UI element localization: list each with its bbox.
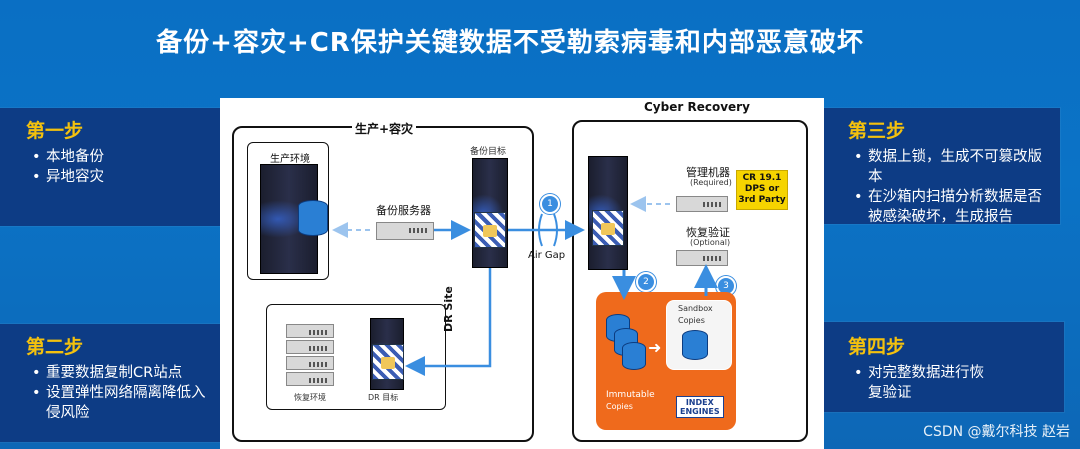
step-four-title: 第四步 [848, 336, 906, 358]
mgmt-machine-label: 管理机器 [686, 166, 730, 179]
backup-target-label: 备份目标 [470, 147, 507, 157]
recovery-optional-label: (Optional) [690, 238, 731, 247]
step-three-title: 第三步 [848, 120, 906, 142]
index-engines-line1: INDEX [685, 398, 714, 407]
step-one-item: 异地容灾 [32, 167, 220, 187]
sandbox-copy-icon [682, 330, 708, 360]
mgmt-machine-icon [676, 196, 728, 212]
step-three-panel: 第三步 数据上锁，生成不可篡改版本 在沙箱内扫描分析数据是否被感染破坏，生成报告 [824, 108, 1060, 227]
cyber-recovery-label: Cyber Recovery [644, 100, 750, 114]
air-gap-label: Air Gap [528, 250, 566, 261]
recovery-server-2 [286, 340, 334, 354]
immutable-label: Immutable [606, 390, 655, 400]
prod-dr-label: 生产+容灾 [352, 120, 417, 137]
watermark: CSDN @戴尔科技 赵岩 [923, 424, 1070, 440]
recovery-server-4 [286, 372, 334, 386]
step-two-title: 第二步 [26, 336, 84, 358]
step-two-item: 重要数据复制CR站点 [32, 363, 220, 383]
step-two-item: 设置弹性网络隔离降低入侵风险 [32, 383, 214, 423]
step-three-item: 在沙箱内扫描分析数据是否被感染破坏，生成报告 [854, 187, 1052, 227]
index-engines-line2: ENGINES [680, 407, 720, 416]
cr-badge-line2: DPS or [744, 184, 780, 194]
recovery-verify-label: 恢复验证 [686, 226, 730, 239]
architecture-diagram: 生产+容灾 生产环境 备份服务器 备份目标 DR Site 恢复环境 DR 目标… [220, 98, 824, 449]
cr-version-badge: CR 19.1 DPS or 3rd Party [736, 170, 788, 210]
cyber-recovery-box [572, 120, 808, 442]
sandbox-label: Sandbox [678, 304, 713, 313]
step-four-item: 对完整数据进行恢复验证 [854, 363, 998, 403]
index-engines-logo: INDEX ENGINES [676, 396, 724, 418]
arrow-to-dr [405, 268, 492, 376]
step-one-title: 第一步 [26, 120, 84, 142]
air-gap-bracket-left [538, 213, 543, 247]
immutable-copy-3 [622, 342, 646, 370]
dr-target-label: DR 目标 [368, 393, 399, 402]
recovery-env-label: 恢复环境 [294, 393, 326, 402]
dr-site-box [266, 304, 446, 410]
prod-storage-icon [298, 200, 328, 236]
step-four-panel: 第四步 对完整数据进行恢复验证 [824, 322, 1064, 412]
step-three-item: 数据上锁，生成不可篡改版本 [854, 147, 1052, 187]
step-one-item: 本地备份 [32, 147, 220, 167]
immutable-copies-label: Copies [606, 402, 633, 411]
diagram-arrows [332, 196, 718, 376]
step-2-marker: 2 [636, 272, 656, 292]
mgmt-required-label: (Required) [690, 178, 732, 187]
recovery-server-1 [286, 324, 334, 338]
cr-badge-line3: 3rd Party [738, 195, 786, 205]
cr-vault-lock-icon [592, 210, 624, 246]
backup-server-icon [376, 222, 434, 240]
sandbox-copies-label: Copies [678, 316, 705, 325]
air-gap-bracket-right [553, 213, 558, 247]
recovery-server-3 [286, 356, 334, 370]
right-arrow-icon: ➜ [648, 338, 662, 357]
backup-target-lock-icon [474, 212, 506, 248]
prod-env-box [247, 142, 329, 280]
cr-badge-line1: CR 19.1 [742, 173, 782, 183]
backup-server-label: 备份服务器 [376, 204, 431, 217]
page-title: 备份+容灾+CR保护关键数据不受勒索病毒和内部恶意破坏 [156, 28, 864, 58]
step-1-marker: 1 [540, 194, 560, 214]
dr-target-lock-icon [372, 344, 404, 380]
step-two-panel: 第二步 重要数据复制CR站点 设置弹性网络隔离降低入侵风险 [0, 324, 220, 442]
prod-env-label: 生产环境 [270, 154, 310, 165]
step-one-panel: 第一步 本地备份 异地容灾 [0, 108, 220, 226]
